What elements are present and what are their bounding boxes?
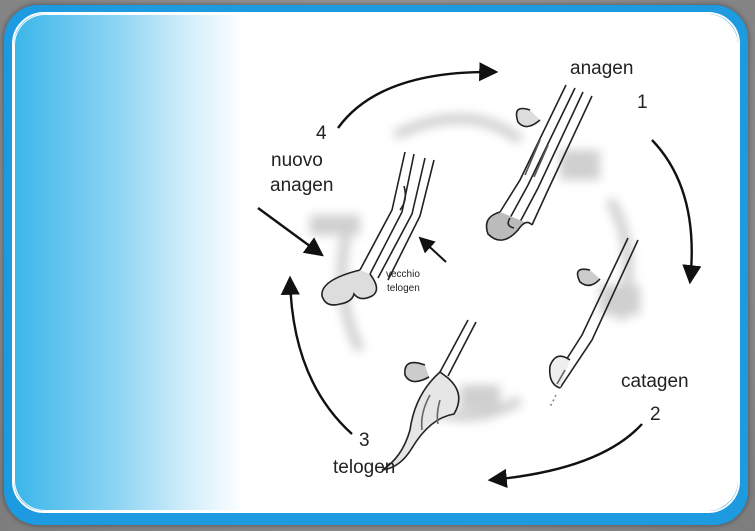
label-anagen: anagen (570, 58, 633, 79)
label-vecchio-telogen: telogen (387, 283, 420, 294)
arrow-vecchio-pointer (420, 238, 446, 262)
faint-background-cycle (310, 119, 640, 417)
label-nuovo-number: 4 (316, 123, 327, 144)
label-vecchio: vecchio (386, 269, 420, 280)
label-nuovo-anagen: anagen (270, 175, 333, 196)
label-telogen-number: 3 (359, 430, 370, 451)
arrow-to-catagen (652, 140, 692, 282)
label-catagen-number: 2 (650, 404, 661, 425)
arrow-to-telogen (490, 424, 642, 480)
label-telogen: telogen (333, 457, 395, 478)
label-anagen-number: 1 (637, 92, 648, 113)
label-nuovo: nuovo (271, 150, 323, 171)
label-catagen: catagen (621, 371, 689, 392)
